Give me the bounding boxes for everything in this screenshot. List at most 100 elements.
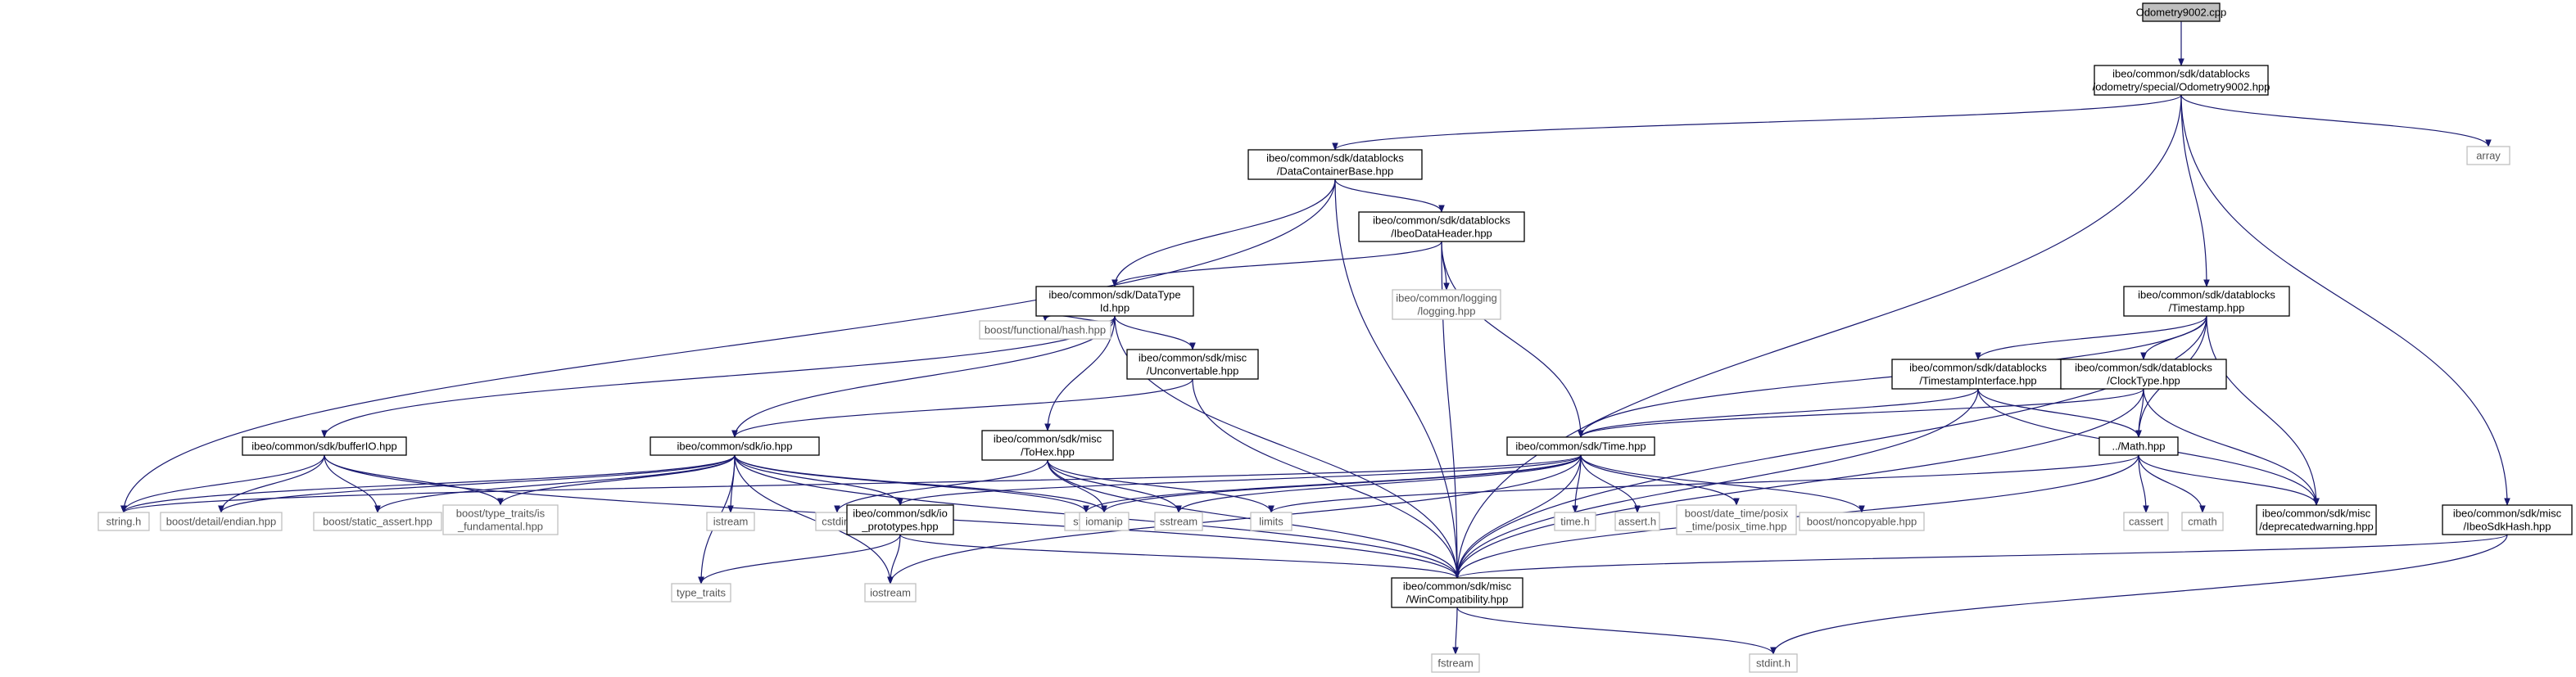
node-box [2142,2,2221,22]
node-box [1126,349,1259,380]
edge-time-to-iomanip [1101,454,1582,513]
node-root[interactable]: Odometry9002.cpp [2136,2,2227,22]
edge-bufio-to-stringh [120,454,325,513]
edge-dti-to-unconv [1114,315,1196,350]
edge-hash-to-wincompat [1454,534,2508,579]
edge-clk-to-wincompat [1454,388,2144,579]
node-box [846,504,954,535]
node-box [2256,504,2377,535]
edge-tsi-to-time [1578,388,1979,438]
node-depr[interactable]: ibeo/common/sdk/misc/deprecatedwarning.h… [2256,504,2377,535]
edge-wincompat-to-stdinth [1456,607,1777,655]
edge-iop-to-wincompat [899,534,1460,579]
node-label: time.h [1560,516,1589,528]
node-label: /TimestampInterface.hpp [1919,375,2036,387]
node-cmath: cmath [2181,512,2224,531]
edge-math-to-cassert [2138,454,2149,513]
edge-unconv-to-wincompat [1192,378,1460,579]
node-odo_hpp[interactable]: ibeo/common/sdk/datablocks/odometry/spec… [2093,65,2270,96]
edge-bufio-to-sassert [324,454,381,513]
node-box [650,436,820,456]
node-box [1554,512,1596,531]
edge-idh-to-time [1441,241,1584,438]
node-tsi[interactable]: ibeo/common/sdk/datablocks/TimestampInte… [1891,359,2065,390]
node-label: /deprecatedwarning.hpp [2259,521,2374,533]
node-label: ibeo/common/sdk/datablocks [2138,289,2275,301]
node-label: assert.h [1618,516,1656,528]
node-iop[interactable]: ibeo/common/sdk/io_prototypes.hpp [846,504,954,535]
node-label: _prototypes.hpp [861,521,938,533]
node-tfund: boost/type_traits/is_fundamental.hpp [442,504,559,535]
node-label: ibeo/common/sdk/datablocks [1266,152,1404,165]
node-box [1799,512,1925,531]
node-idh[interactable]: ibeo/common/sdk/datablocks/IbeoDataHeade… [1358,211,1525,242]
node-logging: ibeo/common/logging/logging.hpp [1392,289,1501,320]
node-layer: Odometry9002.cpp ibeo/common/sdk/databloc… [97,2,2573,673]
node-label: cmath [2188,516,2216,528]
node-box [706,512,755,531]
node-label: limits [1259,516,1283,528]
node-unconv[interactable]: ibeo/common/sdk/misc/Unconvertable.hpp [1126,349,1259,380]
node-bufio[interactable]: ibeo/common/sdk/bufferIO.hpp [242,436,407,456]
edge-idh-to-dti [1111,241,1442,287]
node-label: boost/date_time/posix [1685,508,1789,520]
node-label: _fundamental.hpp [457,521,543,533]
node-math[interactable]: ../Math.hpp [2098,436,2179,456]
edge-tohex-to-sstream [1047,459,1182,513]
node-label: iostream [870,587,911,599]
edge-bufio-to-endian [218,454,325,513]
node-sstream: sstream [1154,512,1203,531]
node-hash[interactable]: ibeo/common/sdk/misc/IbeoSdkHash.hpp [2442,504,2573,535]
edge-hash-to-stdinth [1770,534,2508,655]
node-ts[interactable]: ibeo/common/sdk/datablocks/Timestamp.hpp [2123,286,2290,317]
edge-dti-to-bfh [1042,314,1116,323]
edge-dcb-to-wincompat [1334,178,1460,579]
node-label: ibeo/common/sdk/datablocks [1909,362,2047,374]
node-tohex[interactable]: ibeo/common/sdk/misc/ToHex.hpp [981,430,1114,461]
node-label: boost/type_traits/is [456,508,546,520]
edge-odo_hpp-to-array [2180,94,2492,147]
edge-time-to-sstream [1175,454,1582,513]
node-label: ibeo/common/sdk/datablocks [1373,214,1510,227]
edge-io-to-endian [218,454,736,513]
edge-bufio-to-tfund [324,454,504,506]
node-label: stdint.h [1756,657,1791,670]
node-array: array [2466,146,2510,165]
node-label: ibeo/common/sdk/io [853,508,948,520]
node-label: ibeo/common/sdk/io.hpp [677,440,793,453]
node-label: ibeo/common/sdk/misc [994,433,1102,445]
edge-dcb-to-dti [1111,178,1336,287]
node-time[interactable]: ibeo/common/sdk/Time.hpp [1506,436,1655,456]
edge-dcb-to-stringh [120,178,1336,513]
node-dcb[interactable]: ibeo/common/sdk/datablocks/DataContainer… [1247,149,1423,180]
node-box [1154,512,1203,531]
node-label: ibeo/common/sdk/DataType [1048,289,1180,301]
node-label: sstream [1160,516,1197,528]
node-box [981,430,1114,461]
node-box [979,320,1111,340]
node-asserth: assert.h [1614,512,1660,531]
edge-odo_hpp-to-hash [2180,94,2510,506]
node-box [1079,512,1130,531]
node-box [1247,149,1423,180]
node-label: /IbeoSdkHash.hpp [2464,521,2551,533]
edge-unconv-to-io [731,378,1193,438]
node-label: ibeo/common/sdk/misc [1139,352,1247,364]
node-clk[interactable]: ibeo/common/sdk/datablocks/ClockType.hpp [2060,359,2227,390]
node-wincompat[interactable]: ibeo/common/sdk/misc/WinCompatibility.hp… [1391,577,1523,608]
node-io[interactable]: ibeo/common/sdk/io.hpp [650,436,820,456]
edge-io-to-stringh [120,454,736,513]
edge-odo_hpp-to-ts [2180,94,2210,287]
node-label: ibeo/common/sdk/datablocks [2075,362,2212,374]
node-limits: limits [1250,512,1293,531]
node-label: _time/posix_time.hpp [1686,521,1787,533]
edge-math-to-depr [2138,454,2320,506]
node-label: ibeo/common/sdk/datablocks [2112,68,2250,80]
node-box [313,512,442,531]
node-box [1035,286,1194,317]
edge-time-to-posix [1580,454,1740,506]
node-stringh: string.h [97,512,150,531]
edge-iop-to-typetraits [698,534,901,584]
node-box [242,436,407,456]
